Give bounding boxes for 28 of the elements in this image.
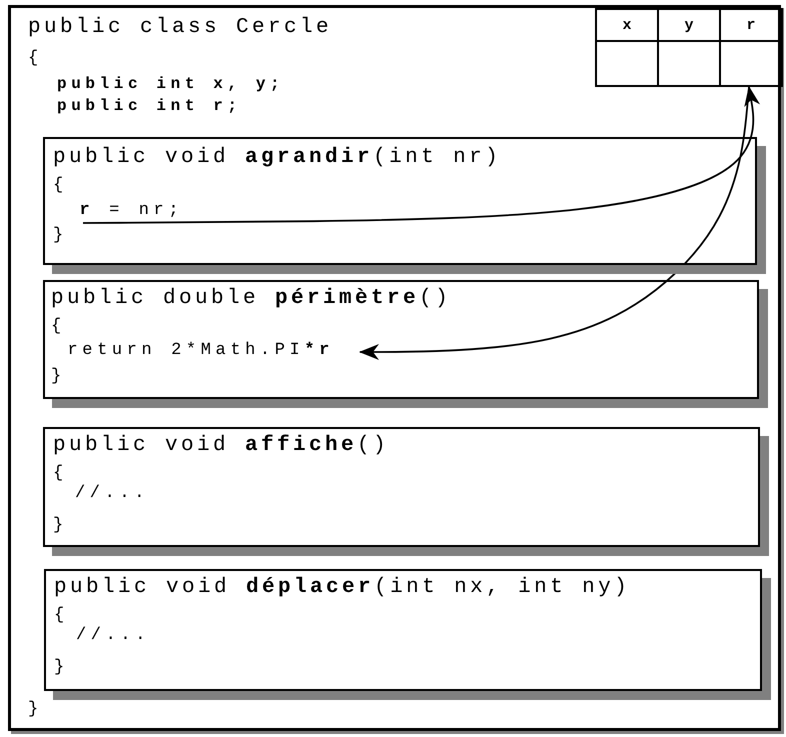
column-header-cell: x <box>595 8 659 42</box>
code-line: } <box>28 701 43 720</box>
code-line: //... <box>75 485 150 504</box>
value-cell <box>719 40 783 87</box>
code-line: public int r; <box>57 98 242 116</box>
code-line: public void affiche() <box>53 434 390 458</box>
code-line: { <box>28 50 43 69</box>
code-line: public class Cercle <box>28 16 332 40</box>
code-line: public void déplacer(int nx, int ny) <box>54 576 630 600</box>
code-line: { <box>54 607 69 626</box>
code-line: } <box>53 517 68 536</box>
value-cell <box>595 40 659 87</box>
arrow <box>359 86 750 360</box>
column-header-cell: r <box>719 8 783 42</box>
code-line: public double périmètre() <box>51 287 452 310</box>
code-statement: return 2*Math.PI*r <box>68 342 334 360</box>
code-line: { <box>51 318 66 337</box>
class-box <box>8 5 781 731</box>
code-line: public void agrandir(int nr) <box>53 146 502 170</box>
code-statement: r = nr; <box>80 202 184 220</box>
code-line: } <box>53 227 68 246</box>
code-line: } <box>51 368 66 387</box>
code-line: { <box>53 465 68 484</box>
code-line: } <box>54 659 69 678</box>
code-line: public int x, y; <box>57 76 284 94</box>
code-line: { <box>53 177 68 196</box>
code-line: //... <box>76 627 150 646</box>
arrow <box>83 86 760 224</box>
